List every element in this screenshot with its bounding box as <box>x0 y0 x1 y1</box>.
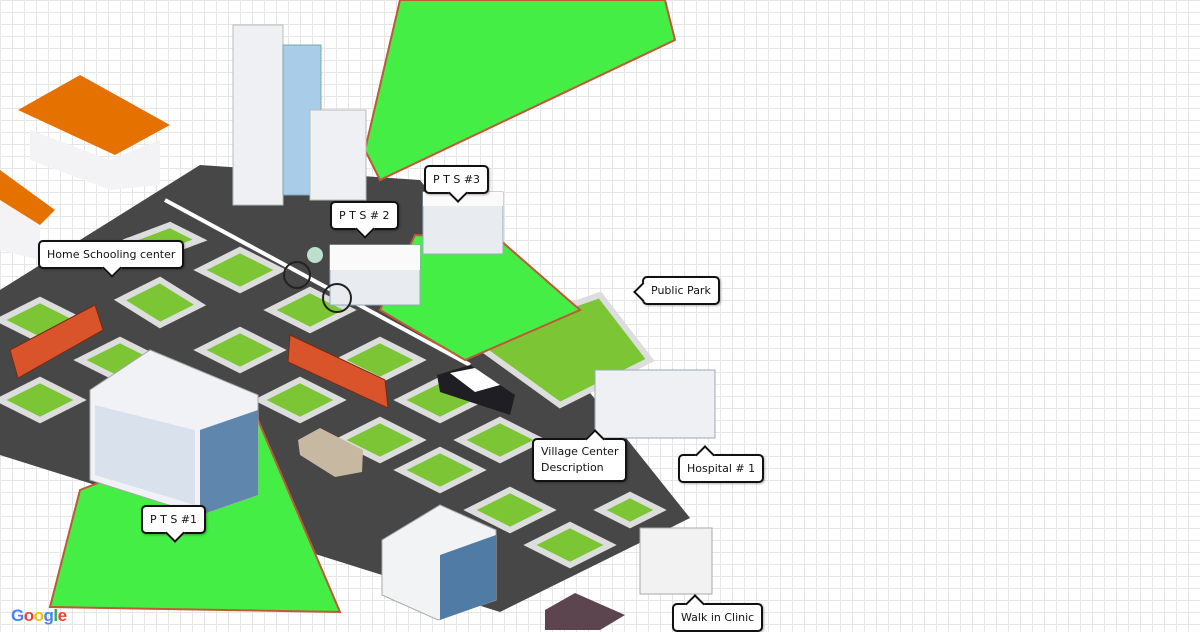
callout-pts2-label: P T S # 2 <box>339 209 390 222</box>
park-blocks <box>0 221 667 569</box>
office-building-pts2 <box>329 244 421 306</box>
skyscrapers <box>232 24 367 206</box>
callout-pts2[interactable]: P T S # 2 <box>330 201 399 239</box>
callout-hospital[interactable]: Hospital # 1 <box>678 445 765 483</box>
callout-walk-in-clinic[interactable]: Walk in Clinic <box>672 594 764 632</box>
callout-village-center[interactable]: Village Center Description <box>532 429 628 482</box>
cyclist <box>283 247 352 313</box>
office-building-pts1 <box>89 349 259 516</box>
house-1 <box>18 75 170 190</box>
police-car <box>437 365 515 415</box>
callout-hospital-label: Hospital # 1 <box>687 462 756 475</box>
callout-pts3-label: P T S #3 <box>433 173 481 186</box>
logo-letter: o <box>23 606 34 625</box>
callout-village-center-line2: Description <box>541 461 604 474</box>
logo-letter: G <box>11 606 24 625</box>
clinic-building <box>639 527 713 595</box>
sedan-car <box>298 428 363 477</box>
callout-pts3[interactable]: P T S #3 <box>424 165 490 203</box>
house-2 <box>0 170 55 260</box>
hospital-building <box>594 369 716 439</box>
callout-village-center-line1: Village Center <box>541 445 619 458</box>
office-building-pts3 <box>422 191 504 255</box>
logo-letter: o <box>33 606 44 625</box>
logo-letter: g <box>43 606 54 625</box>
callout-pts1[interactable]: P T S #1 <box>141 505 207 543</box>
google-logo: Google <box>11 606 67 626</box>
callout-public-park[interactable]: Public Park <box>633 276 720 305</box>
median-line <box>164 198 471 367</box>
buses <box>9 304 389 409</box>
village-building <box>381 504 497 621</box>
callout-walk-in-clinic-label: Walk in Clinic <box>681 611 755 624</box>
callout-pts1-label: P T S #1 <box>150 513 198 526</box>
logo-letter: e <box>57 606 67 625</box>
callout-home-schooling-label: Home Schooling center <box>47 248 176 261</box>
callout-public-park-label: Public Park <box>651 284 711 297</box>
callout-home-schooling[interactable]: Home Schooling center <box>38 240 185 278</box>
house-3 <box>545 593 625 630</box>
logo-letter: l <box>53 606 58 625</box>
